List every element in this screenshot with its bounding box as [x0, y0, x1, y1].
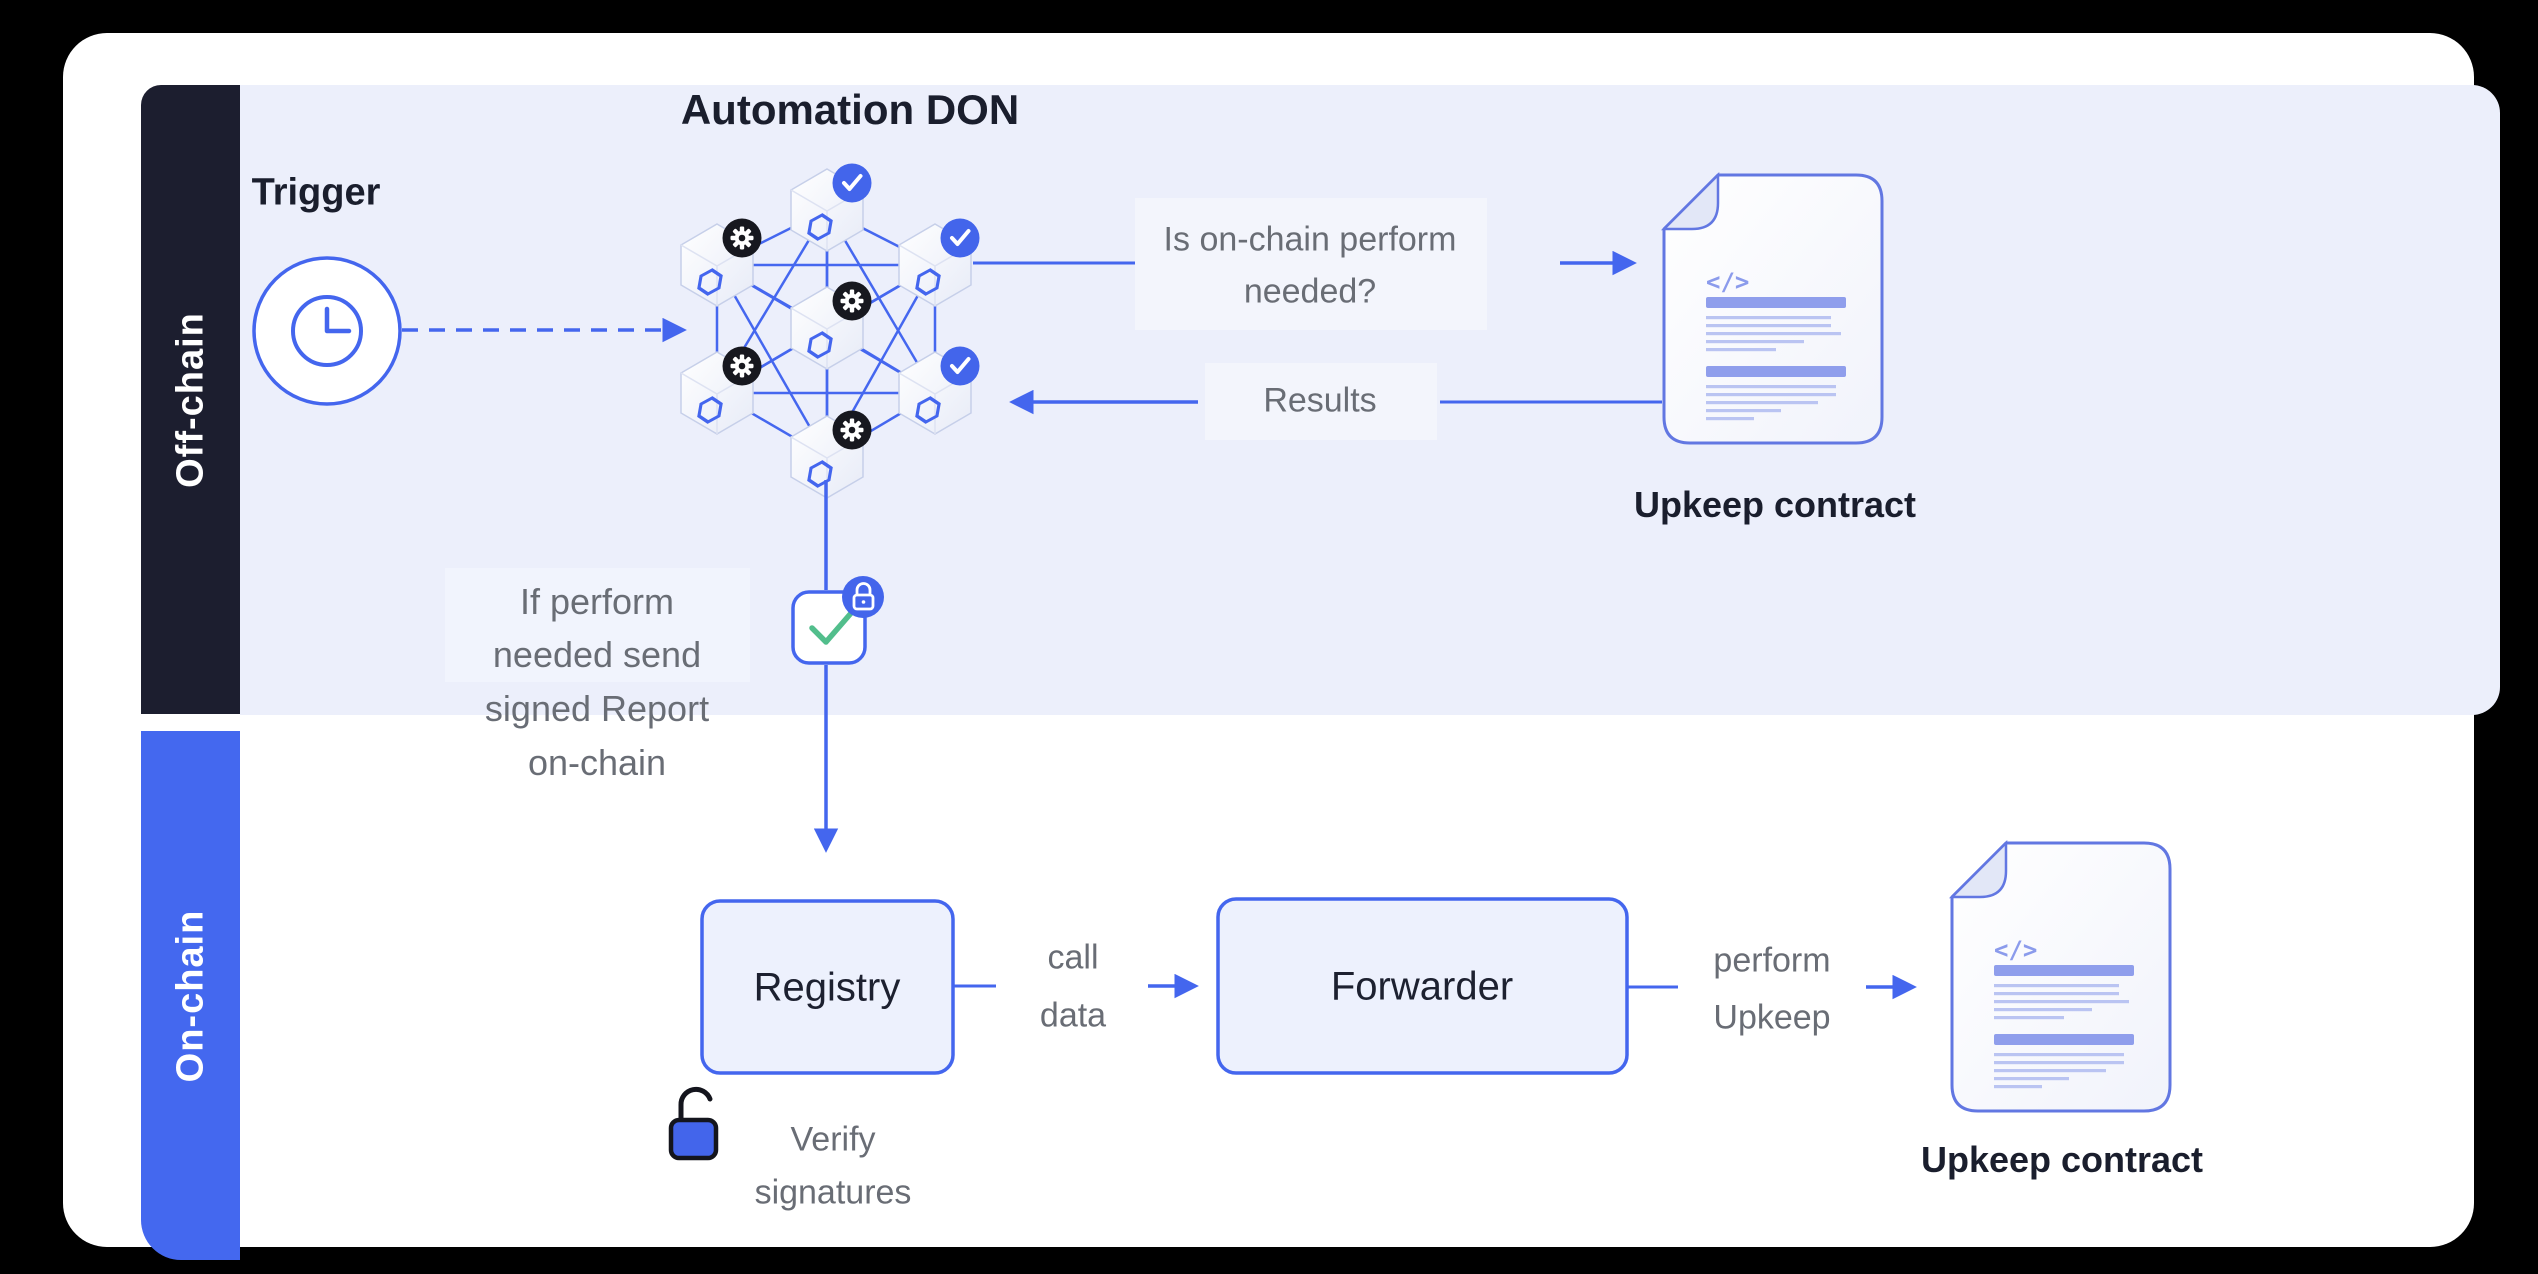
question-line-1: Is on-chain perform — [1163, 220, 1457, 259]
question-line-2: needed? — [1243, 272, 1377, 311]
verify-line-2: signatures — [754, 1173, 912, 1212]
verify-line-1: Verify — [790, 1120, 876, 1159]
report-note-line-3: signed Report — [484, 688, 710, 729]
forwarder-label: Forwarder — [1330, 964, 1514, 1009]
onchain-band: On-chain — [141, 731, 240, 1260]
upkeep-contract-label: Upkeep contract — [1920, 1139, 2204, 1180]
registry-label: Registry — [753, 965, 901, 1010]
results-label: Results — [1263, 381, 1377, 420]
trigger-label: Trigger — [251, 171, 381, 214]
offchain-band-label: Off-chain — [169, 311, 211, 488]
offchain-band: Off-chain — [141, 85, 240, 714]
call-data-line-1: call — [1047, 938, 1099, 977]
upkeep-contract-label: Upkeep contract — [1633, 484, 1917, 525]
report-note-line-1: If perform — [519, 581, 675, 622]
call-data-line-2: data — [1039, 996, 1107, 1035]
perform-upkeep-line-2: Upkeep — [1713, 998, 1831, 1037]
report-note-line-2: needed send — [492, 634, 702, 675]
onchain-band-label: On-chain — [169, 909, 211, 1082]
diagram-card: Off-chain On-chain — [63, 33, 2500, 1260]
report-note-line-4: on-chain — [527, 742, 667, 783]
perform-upkeep-line-1: perform — [1713, 941, 1831, 980]
don-title: Automation DON — [680, 86, 1020, 133]
